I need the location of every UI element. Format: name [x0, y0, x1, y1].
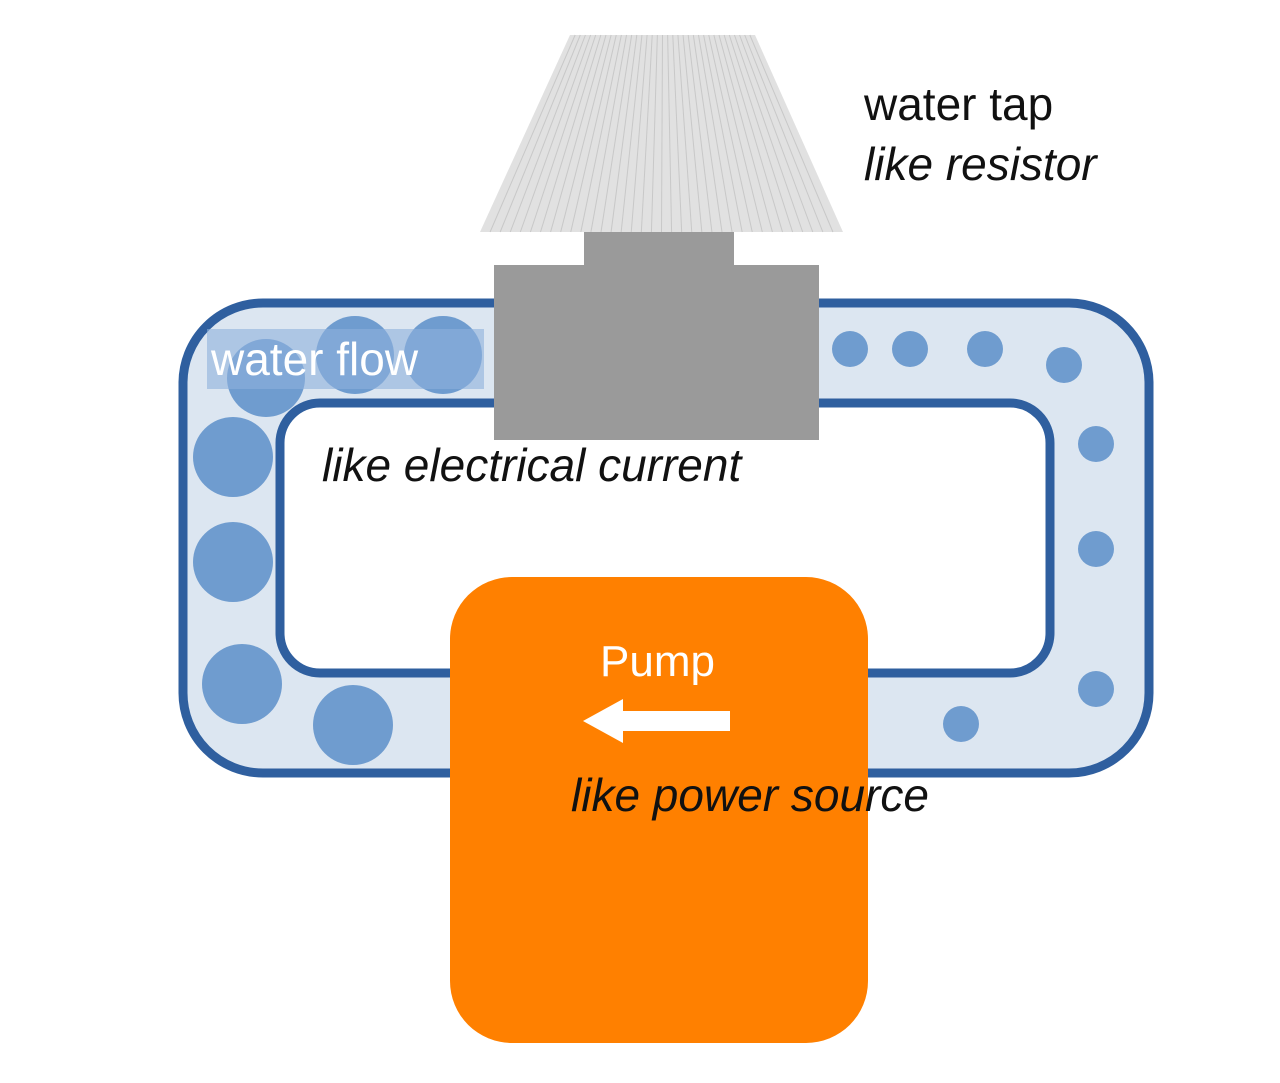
tap-groove-line — [630, 34, 648, 233]
tap-groove-line — [739, 34, 814, 233]
tap-groove-line — [733, 34, 804, 233]
water-flow-label: water flow — [210, 333, 419, 385]
left-arrow-icon — [583, 699, 730, 743]
tap-groove-line — [499, 34, 581, 233]
tap-groove-line — [600, 34, 633, 233]
tap-groove-line — [489, 34, 576, 233]
water-particle — [313, 685, 393, 765]
water-particle — [832, 331, 868, 367]
tap-body — [494, 265, 819, 440]
tap-groove-line — [519, 34, 592, 233]
tap-groove-line — [640, 34, 653, 233]
tap-groove-line — [560, 34, 612, 233]
tap-groove-line — [550, 34, 607, 233]
tap-groove-line — [713, 34, 763, 233]
pump-block: Pump — [450, 577, 868, 1043]
tap-groove-line — [708, 34, 753, 233]
tap-groove-line — [672, 34, 683, 233]
tap-groove-line — [682, 34, 703, 233]
tap-analogy-label: like resistor — [864, 138, 1098, 190]
tap-groove-line — [610, 34, 638, 233]
tap-groove-line — [728, 34, 794, 233]
water-flow-label-highlight — [207, 329, 484, 389]
tap-groove-line — [687, 34, 713, 233]
tap-groove-line — [697, 34, 733, 233]
tap-groove-line — [590, 34, 628, 233]
tap-groove-line — [703, 34, 743, 233]
water-particle — [1078, 426, 1114, 462]
tap-groove-line — [677, 34, 693, 233]
tap-groove-line — [540, 34, 602, 233]
tap-groove-line — [570, 34, 617, 233]
tap-groove-line — [620, 34, 643, 233]
water-particle — [193, 522, 273, 602]
tap-handle-grooves — [489, 34, 834, 233]
water-particle — [967, 331, 1003, 367]
tap-groove-line — [749, 34, 834, 233]
flow-analogy-label: like electrical current — [322, 439, 743, 491]
tap-groove-line — [718, 34, 773, 233]
water-particle — [1046, 347, 1082, 383]
tap-groove-line — [650, 34, 658, 233]
tap-title-label: water tap — [863, 78, 1053, 130]
tap-groove-line — [692, 34, 723, 233]
water-particle — [1078, 531, 1114, 567]
water-particle — [193, 417, 273, 497]
tap-groove-line — [723, 34, 783, 233]
tap-groove-line — [580, 34, 622, 233]
water-particle — [202, 644, 282, 724]
water-tap-icon — [480, 34, 843, 440]
pump-label: Pump — [600, 637, 715, 686]
water-particle — [1078, 671, 1114, 707]
water-particle — [892, 331, 928, 367]
tap-groove-line — [509, 34, 586, 233]
tap-stem — [584, 232, 734, 267]
pump-analogy-label: like power source — [571, 769, 929, 821]
tap-groove-line — [744, 34, 824, 233]
tap-groove-line — [661, 34, 663, 233]
tap-groove-line — [529, 34, 597, 233]
water-particle — [943, 706, 979, 742]
tap-groove-line — [667, 34, 673, 233]
pump-body — [450, 577, 868, 1043]
